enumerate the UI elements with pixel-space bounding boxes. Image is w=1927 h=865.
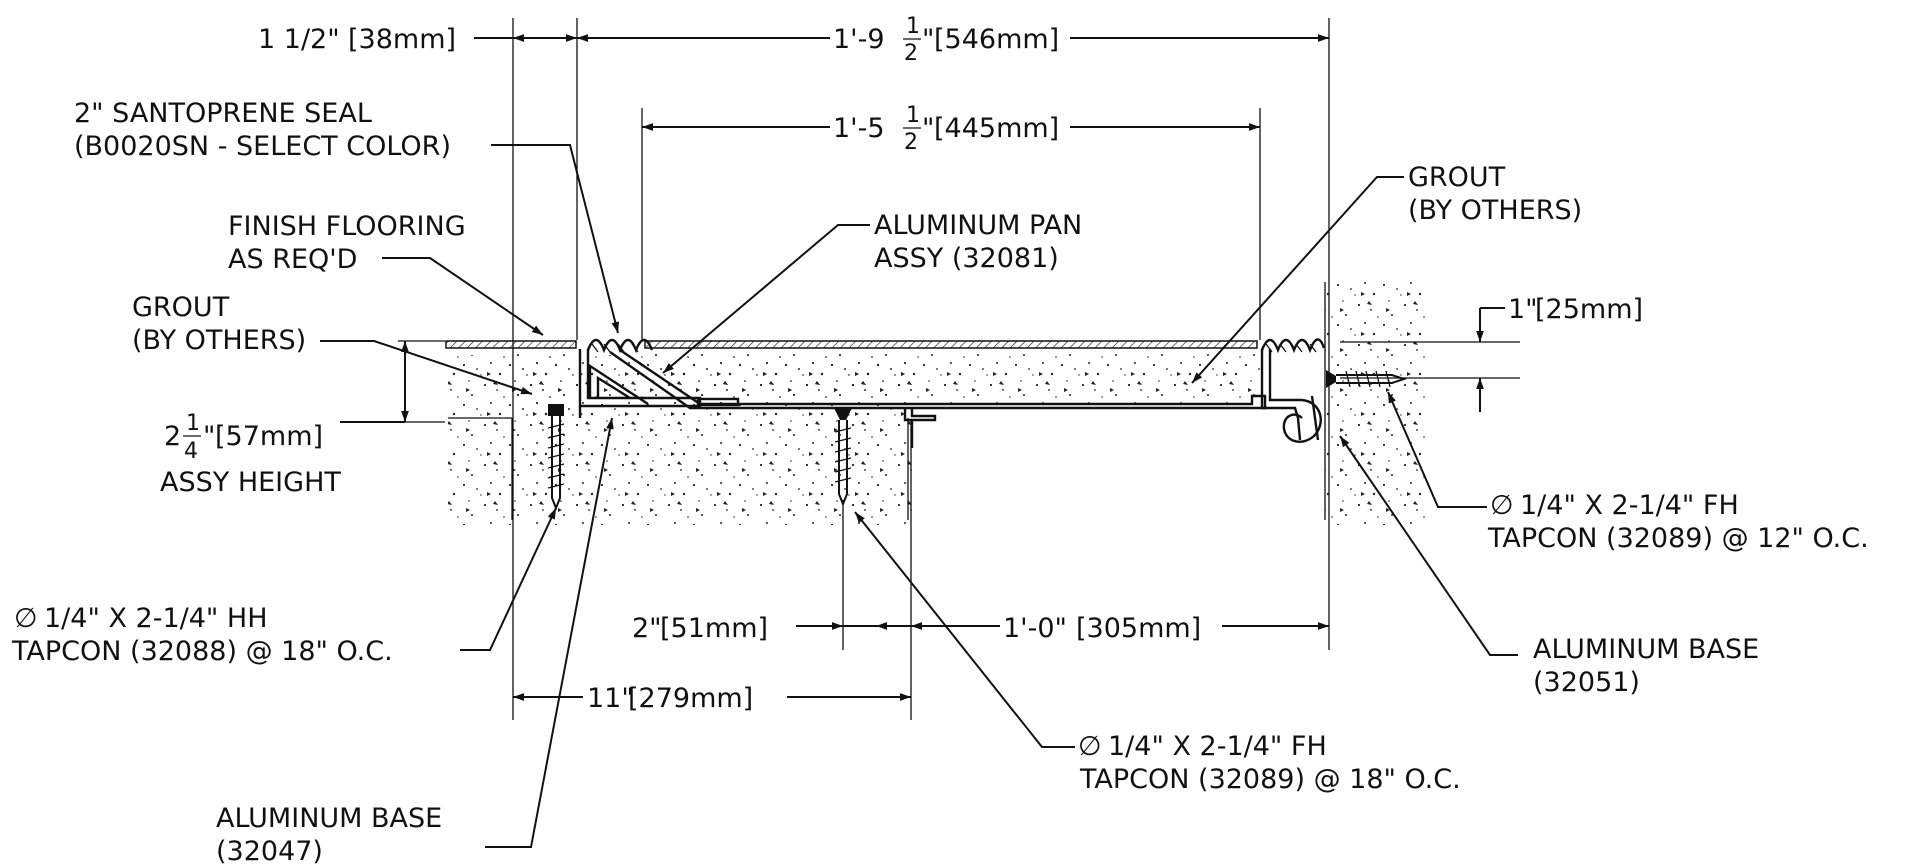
callout-tapcon-hh-line-2: TAPCON (32088) @ 18" O.C. bbox=[11, 636, 393, 667]
aluminum-base-left bbox=[578, 349, 702, 418]
dim-base-width-value: 11" bbox=[587, 683, 634, 714]
dim-assy-height-suffix: " bbox=[203, 421, 215, 452]
callout-tapcon-fh-line-1: 1/4" X 2-1/4" FH bbox=[1108, 731, 1327, 762]
dim-seal-width-label: 1 1/2" [38mm] bbox=[258, 24, 456, 55]
dim-base-width-metric: [279mm] bbox=[628, 683, 753, 714]
santoprene-seal-right bbox=[1260, 338, 1326, 354]
leader-grout-right bbox=[1191, 176, 1404, 384]
diameter-symbol-icon: ∅ bbox=[14, 603, 38, 634]
left-grout-fill bbox=[512, 352, 582, 418]
santoprene-seal-left bbox=[586, 338, 654, 354]
dim-overall-width-label: 1'-9 1 2 " [546mm] bbox=[833, 14, 1059, 66]
diameter-symbol-icon: ∅ bbox=[1490, 490, 1514, 521]
dim-base-width-label: 11" [279mm] bbox=[587, 683, 753, 714]
callout-tapcon-hh: ∅ 1/4" X 2-1/4" HH TAPCON (32088) @ 18" … bbox=[11, 603, 393, 667]
callout-finish-flooring-line-2: AS REQ'D bbox=[228, 244, 357, 275]
leader-tapcon-fh bbox=[854, 511, 1075, 748]
dim-pan-width-metric: [445mm] bbox=[934, 113, 1059, 144]
leader-base-left bbox=[485, 417, 614, 848]
dim-assy-height-caption: ASSY HEIGHT bbox=[160, 467, 341, 498]
callout-grout-right: GROUT (BY OTHERS) bbox=[1408, 162, 1582, 226]
aluminum-pan-assy bbox=[609, 349, 1267, 448]
dim-overall-width-den: 2 bbox=[904, 41, 918, 66]
leader-grout-left bbox=[320, 340, 533, 395]
dim-assy-height-prefix: 2 bbox=[164, 421, 181, 452]
callout-finish-flooring: FINISH FLOORING AS REQ'D bbox=[228, 211, 466, 275]
callout-grout-left-line-1: GROUT bbox=[132, 292, 230, 323]
dim-seal-width-metric: [38mm] bbox=[348, 24, 456, 55]
dim-pan-width-suffix: " bbox=[922, 113, 934, 144]
callout-santoprene-seal: 2" SANTOPRENE SEAL (B0020SN - SELECT COL… bbox=[74, 98, 451, 162]
callout-seal-line-2: (B0020SN - SELECT COLOR) bbox=[74, 131, 451, 162]
callout-tapcon-wall: ∅ 1/4" X 2-1/4" FH TAPCON (32089) @ 12" … bbox=[1487, 490, 1869, 554]
dim-flooring-depth-metric: [25mm] bbox=[1535, 294, 1643, 325]
dim-assy-height-num: 1 bbox=[186, 411, 200, 436]
dim-anchor-spacing-label: 1'-0" [305mm] bbox=[1003, 613, 1201, 644]
dim-overall-width-suffix: " bbox=[922, 24, 934, 55]
callout-grout-right-line-1: GROUT bbox=[1408, 162, 1506, 193]
callout-tapcon-fh-line-2: TAPCON (32089) @ 18" O.C. bbox=[1079, 764, 1461, 795]
callout-base-left-line-2: (32047) bbox=[216, 836, 323, 865]
callout-aluminum-pan: ALUMINUM PAN ASSY (32081) bbox=[874, 210, 1082, 274]
callout-aluminum-base-right: ALUMINUM BASE (32051) bbox=[1533, 634, 1759, 698]
dim-assy-height-metric: [57mm] bbox=[215, 421, 323, 452]
callout-tapcon-wall-line-2: TAPCON (32089) @ 12" O.C. bbox=[1487, 523, 1869, 554]
leader-pan bbox=[662, 224, 870, 374]
dim-anchor-offset-value: 2" bbox=[632, 613, 662, 644]
callout-base-left-line-1: ALUMINUM BASE bbox=[216, 803, 442, 834]
dim-overall-width-metric: [546mm] bbox=[934, 24, 1059, 55]
finish-flooring-left bbox=[445, 340, 577, 349]
dim-assy-height-den: 4 bbox=[184, 439, 198, 464]
dim-overall-width-num: 1 bbox=[906, 14, 920, 39]
callout-pan-line-2: ASSY (32081) bbox=[874, 243, 1059, 274]
dim-flooring-depth-label: 1" [25mm] bbox=[1508, 294, 1643, 325]
dim-flooring-depth-value: 1" bbox=[1508, 294, 1538, 325]
leader-seal bbox=[491, 144, 620, 334]
pan-grout-fill bbox=[650, 352, 1262, 404]
dim-pan-width-label: 1'-5 1 2 " [445mm] bbox=[833, 103, 1059, 155]
dim-anchor-spacing-metric: [305mm] bbox=[1076, 613, 1201, 644]
dim-assy-height-label: 2 1 4 " [57mm] ASSY HEIGHT bbox=[160, 411, 341, 498]
right-concrete-wall bbox=[1325, 282, 1427, 525]
callout-base-right-line-1: ALUMINUM BASE bbox=[1533, 634, 1759, 665]
callout-grout-right-line-2: (BY OTHERS) bbox=[1408, 195, 1582, 226]
callout-base-right-line-2: (32051) bbox=[1533, 667, 1640, 698]
aluminum-base-right bbox=[1260, 349, 1322, 443]
dim-anchor-offset-label: 2" [51mm] bbox=[632, 613, 768, 644]
callout-tapcon-hh-line-1: 1/4" X 2-1/4" HH bbox=[44, 603, 268, 634]
leader-tapcon-wall bbox=[1387, 391, 1487, 508]
dim-pan-width-den: 2 bbox=[904, 130, 918, 155]
dim-pan-width-num: 1 bbox=[906, 103, 920, 128]
leader-tapcon-hh bbox=[460, 507, 557, 651]
callout-seal-line-1: 2" SANTOPRENE SEAL bbox=[74, 98, 372, 129]
callout-tapcon-wall-line-1: 1/4" X 2-1/4" FH bbox=[1520, 490, 1739, 521]
diameter-symbol-icon: ∅ bbox=[1078, 731, 1102, 762]
callout-grout-left: GROUT (BY OTHERS) bbox=[132, 292, 306, 356]
finish-flooring-pan bbox=[644, 340, 1258, 349]
dim-overall-width-prefix: 1'-9 bbox=[833, 24, 885, 55]
callout-tapcon-fh: ∅ 1/4" X 2-1/4" FH TAPCON (32089) @ 18" … bbox=[1078, 731, 1461, 795]
callout-grout-left-line-2: (BY OTHERS) bbox=[132, 325, 306, 356]
dim-anchor-offset-metric: [51mm] bbox=[660, 613, 768, 644]
dim-pan-width-prefix: 1'-5 bbox=[833, 113, 885, 144]
leader-base-right bbox=[1339, 435, 1518, 656]
callout-finish-flooring-line-1: FINISH FLOORING bbox=[228, 211, 466, 242]
leader-finish-flooring bbox=[382, 257, 544, 336]
callout-aluminum-base-left: ALUMINUM BASE (32047) bbox=[216, 803, 442, 865]
callout-pan-line-1: ALUMINUM PAN bbox=[874, 210, 1082, 241]
dim-seal-width-value: 1 1/2" bbox=[258, 24, 340, 55]
dim-anchor-spacing-value: 1'-0" bbox=[1003, 613, 1067, 644]
